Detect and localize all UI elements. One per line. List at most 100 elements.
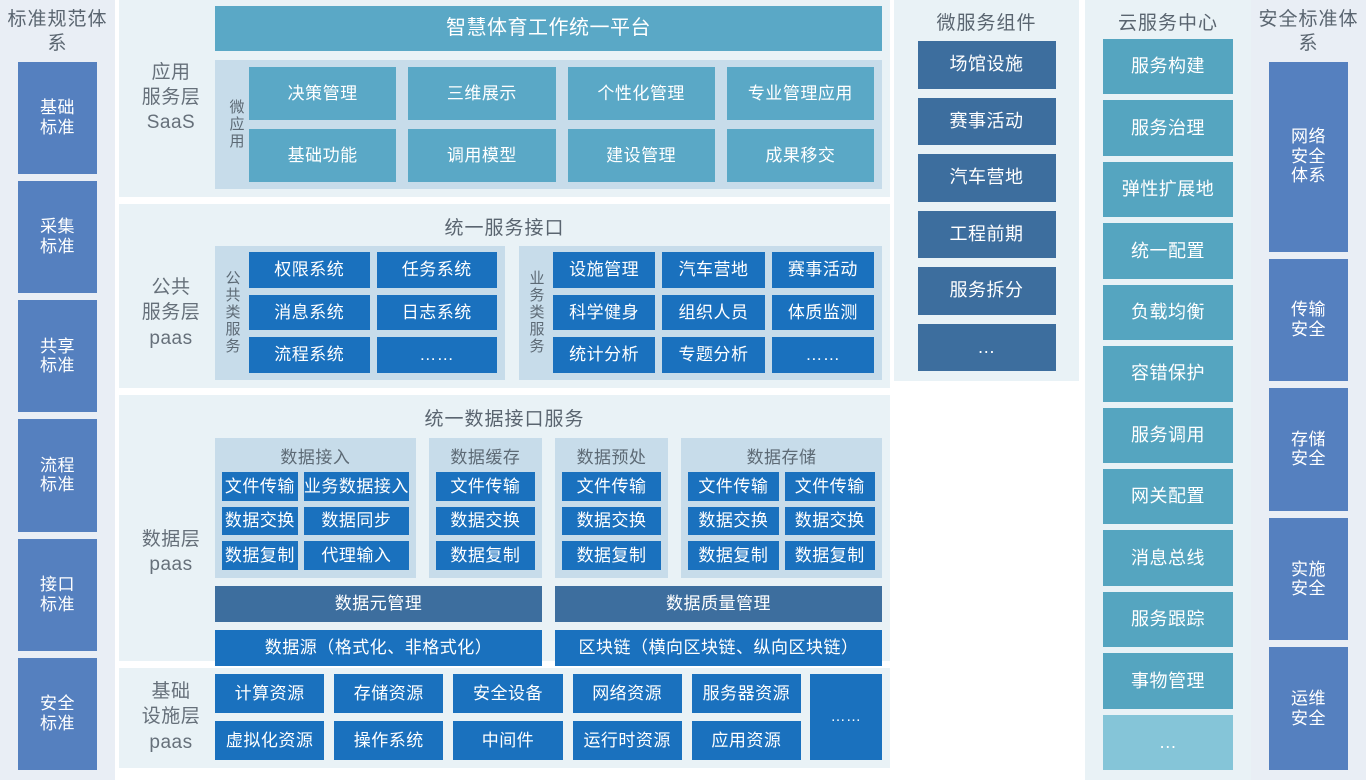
data-item-dc-pre-2[interactable]: 数据复制	[562, 541, 662, 570]
micro-service-item-1[interactable]: 赛事活动	[917, 97, 1056, 145]
public-service-2[interactable]: 消息系统	[249, 294, 370, 331]
micro-service-item-3[interactable]: 工程前期	[917, 210, 1056, 258]
data-item-dc-cache-1[interactable]: 数据交换	[435, 506, 535, 536]
infra-item-6[interactable]: 操作系统	[334, 721, 444, 760]
cloud-service-item-10[interactable]: 事物管理	[1103, 653, 1233, 709]
micro-service-title: 微服务组件	[936, 13, 1037, 34]
micro-app-5[interactable]: 调用模型	[408, 129, 556, 182]
micro-service-item-4[interactable]: 服务拆分	[917, 267, 1056, 315]
micro-app-4[interactable]: 基础功能	[249, 129, 397, 182]
micro-app-2[interactable]: 个性化管理	[567, 67, 715, 120]
cloud-service-item-1[interactable]: 服务治理	[1103, 100, 1233, 156]
sidebar-item-security-2[interactable]: 存储安全	[1269, 388, 1348, 511]
micro-app-7[interactable]: 成果移交	[726, 129, 874, 182]
business-service-grid: 设施管理汽车营地赛事活动科学健身组织人员体质监测统计分析专题分析……	[553, 252, 874, 373]
data-item-dc-store-3[interactable]: 数据交换	[784, 506, 875, 536]
cloud-service-item-6[interactable]: 服务调用	[1103, 407, 1233, 463]
data-item-dc-access-5[interactable]: 代理输入	[303, 541, 409, 570]
cloud-service-item-9[interactable]: 服务跟踪	[1103, 591, 1233, 648]
infra-item-4[interactable]: 服务器资源	[691, 674, 801, 713]
data-item-dc-pre-1[interactable]: 数据交换	[562, 506, 662, 536]
cloud-service-item-3[interactable]: 统一配置	[1103, 223, 1233, 279]
public-service-1[interactable]: 任务系统	[376, 252, 497, 288]
data-group-grid-dc-store: 文件传输文件传输数据交换数据交换数据复制数据复制	[688, 472, 875, 570]
micro-service-item-5[interactable]: …	[917, 323, 1056, 371]
data-group-grid-dc-pre: 文件传输数据交换数据复制	[562, 472, 662, 570]
infra-item-8[interactable]: 运行时资源	[572, 721, 682, 760]
infra-item-9[interactable]: 应用资源	[691, 721, 801, 760]
data-item-dc-store-1[interactable]: 文件传输	[784, 472, 875, 501]
cloud-service-item-5[interactable]: 容错保护	[1103, 346, 1233, 402]
micro-app-1[interactable]: 三维展示	[408, 67, 556, 120]
public-service-0[interactable]: 权限系统	[249, 252, 370, 288]
sidebar-item-security-1[interactable]: 传输安全	[1269, 258, 1348, 382]
business-service-7[interactable]: 专题分析	[662, 337, 765, 373]
infrastructure-more-box[interactable]: ……	[810, 674, 882, 760]
public-service-4[interactable]: 流程系统	[249, 337, 370, 373]
data-bottom-bar-1[interactable]: 区块链（横向区块链、纵向区块链）	[555, 630, 882, 666]
infra-item-2[interactable]: 安全设备	[453, 674, 563, 713]
business-service-4[interactable]: 组织人员	[662, 294, 765, 331]
sidebar-item-standard-5[interactable]: 安全标准	[18, 657, 97, 770]
sidebar-item-standard-0[interactable]: 基础标准	[18, 61, 97, 174]
business-service-6[interactable]: 统计分析	[553, 337, 656, 373]
data-item-dc-store-0[interactable]: 文件传输	[688, 472, 779, 501]
data-item-dc-access-0[interactable]: 文件传输	[222, 472, 298, 501]
business-service-1[interactable]: 汽车营地	[662, 252, 765, 288]
sidebar-item-standard-1[interactable]: 采集标准	[18, 180, 97, 293]
data-item-dc-cache-2[interactable]: 数据复制	[435, 541, 535, 570]
business-service-8[interactable]: ……	[771, 337, 874, 373]
unified-data-interface-title: 统一数据接口服务	[424, 409, 585, 430]
data-item-dc-access-1[interactable]: 业务数据接入	[303, 472, 409, 501]
business-service-3[interactable]: 科学健身	[553, 294, 656, 331]
data-item-dc-access-4[interactable]: 数据复制	[222, 541, 298, 570]
infra-item-1[interactable]: 存储资源	[334, 674, 444, 713]
public-service-5[interactable]: ……	[376, 337, 497, 373]
sidebar-item-standard-3[interactable]: 流程标准	[18, 419, 97, 532]
infra-item-5[interactable]: 虚拟化资源	[215, 721, 325, 760]
cloud-service-item-7[interactable]: 网关配置	[1103, 468, 1233, 525]
data-item-dc-store-5[interactable]: 数据复制	[784, 541, 875, 570]
cloud-service-item-11[interactable]: …	[1103, 714, 1233, 771]
data-item-dc-access-3[interactable]: 数据同步	[303, 506, 409, 536]
cloud-service-item-0[interactable]: 服务构建	[1103, 39, 1233, 95]
sidebar-item-security-4[interactable]: 运维安全	[1269, 647, 1348, 770]
cloud-service-item-8[interactable]: 消息总线	[1103, 530, 1233, 586]
sidebar-item-standard-2[interactable]: 共享标准	[18, 300, 97, 413]
sidebar-item-standard-4[interactable]: 接口标准	[18, 538, 97, 651]
data-mid-bar-1[interactable]: 数据质量管理	[555, 586, 882, 622]
data-group-title-dc-pre: 数据预处	[576, 448, 647, 467]
data-bottom-bar-0[interactable]: 数据源（格式化、非格式化）	[215, 630, 542, 666]
data-item-dc-access-2[interactable]: 数据交换	[222, 506, 298, 536]
micro-service-item-2[interactable]: 汽车营地	[917, 154, 1056, 202]
micro-app-0[interactable]: 决策管理	[249, 67, 397, 120]
public-service-3[interactable]: 日志系统	[376, 294, 497, 331]
data-item-dc-pre-0[interactable]: 文件传输	[562, 472, 662, 501]
data-mid-bar-0[interactable]: 数据元管理	[215, 586, 542, 622]
cloud-service-item-4[interactable]: 负载均衡	[1103, 284, 1233, 341]
infra-item-3[interactable]: 网络资源	[572, 674, 682, 713]
micro-app-3[interactable]: 专业管理应用	[726, 67, 874, 120]
sidebar-item-security-0[interactable]: 网络安全体系	[1269, 61, 1348, 252]
business-service-5[interactable]: 体质监测	[771, 294, 874, 331]
cloud-service-item-2[interactable]: 弹性扩展地	[1103, 161, 1233, 218]
sidebar-item-security-3[interactable]: 实施安全	[1269, 517, 1348, 641]
cloud-service-title: 云服务中心	[1117, 13, 1218, 34]
business-service-vlabel: 业务类服务	[527, 270, 545, 355]
business-service-2[interactable]: 赛事活动	[771, 252, 874, 288]
data-item-dc-store-2[interactable]: 数据交换	[688, 506, 779, 536]
unified-platform-banner[interactable]: 智慧体育工作统一平台	[215, 6, 882, 51]
data-item-dc-store-4[interactable]: 数据复制	[688, 541, 779, 570]
micro-service-item-0[interactable]: 场馆设施	[917, 41, 1056, 89]
infra-item-0[interactable]: 计算资源	[215, 674, 325, 713]
data-group-title-dc-store: 数据存储	[746, 448, 817, 467]
right-sidebar-security: 安全标准体系 网络安全体系传输安全存储安全实施安全运维安全	[1251, 0, 1366, 780]
business-service-0[interactable]: 设施管理	[553, 252, 656, 288]
cloud-service-item-list: 服务构建服务治理弹性扩展地统一配置负载均衡容错保护服务调用网关配置消息总线服务跟…	[1103, 39, 1233, 771]
infra-item-7[interactable]: 中间件	[453, 721, 563, 760]
data-item-dc-cache-0[interactable]: 文件传输	[435, 472, 535, 501]
micro-app-6[interactable]: 建设管理	[567, 129, 715, 182]
